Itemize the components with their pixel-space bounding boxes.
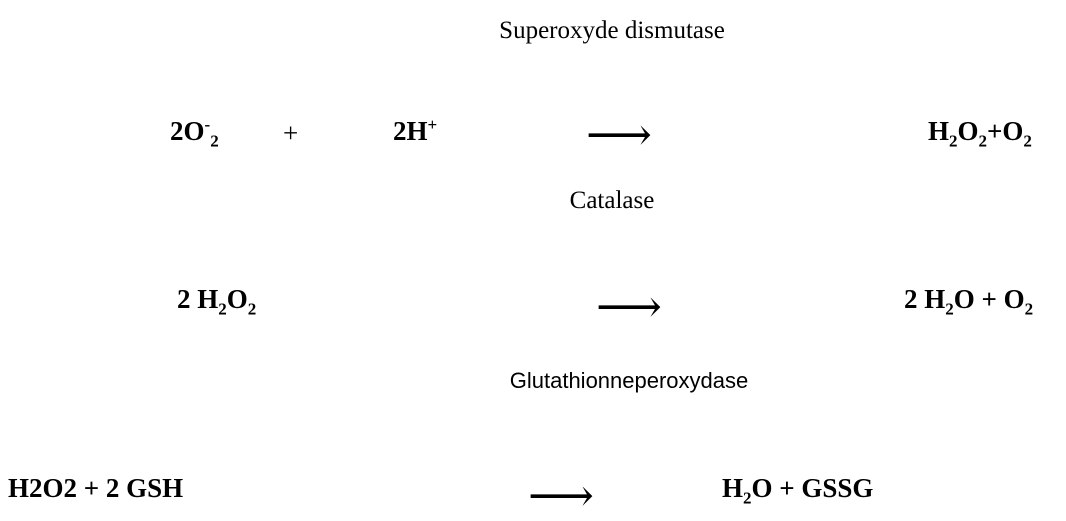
product-peroxide-oxygen: H2O2+O2 (928, 116, 1032, 150)
subscript: 2 (247, 299, 257, 319)
element: O (957, 116, 979, 146)
charge: - (204, 115, 211, 134)
reaction-arrow-icon: ⟶ (596, 281, 662, 332)
subscript: 2 (743, 488, 752, 508)
charge: + (427, 115, 438, 134)
enzyme-label-catalase: Catalase (569, 187, 655, 214)
reaction-arrow-icon: ⟶ (586, 109, 652, 160)
plus-sign: + (283, 118, 299, 148)
element: 2 H (904, 284, 946, 314)
reactant-superoxide: 2O-2 (170, 115, 219, 149)
subscript: 2 (1024, 299, 1034, 319)
coef: 2 (177, 284, 198, 314)
reactant-hydrogen-peroxide: 2 H2O2 (177, 284, 256, 318)
subscript: 2 (949, 131, 958, 151)
product-water-gssg: H2O + GSSG (722, 473, 874, 507)
reactant-proton: 2H+ (393, 115, 438, 146)
element: O (183, 116, 205, 146)
coef: 2 (393, 116, 407, 146)
enzyme-label-superoxyde-dismutase: Superoxyde dismutase (499, 17, 725, 44)
reactants-peroxide-gsh: H2O2 + 2 GSH (8, 473, 184, 503)
subscript: 2 (978, 131, 988, 151)
coef: 2 (170, 116, 184, 146)
element: H (406, 116, 428, 146)
element: O + O (953, 284, 1025, 314)
product-water-oxygen: 2 H2O + O2 (904, 284, 1033, 318)
subscript: 2 (210, 131, 219, 151)
element: H (197, 284, 219, 314)
subscript: 2 (945, 299, 954, 319)
subscript: 2 (218, 299, 227, 319)
element: H (722, 473, 744, 503)
element: O + GSSG (751, 473, 874, 503)
reaction-arrow-icon: ⟶ (528, 470, 594, 521)
element: O (226, 284, 248, 314)
enzyme-label-glutathione-peroxidase: Glutathionneperoxydase (509, 368, 749, 393)
element: H (928, 116, 950, 146)
subscript: 2 (1023, 131, 1032, 151)
element: +O (987, 116, 1024, 146)
